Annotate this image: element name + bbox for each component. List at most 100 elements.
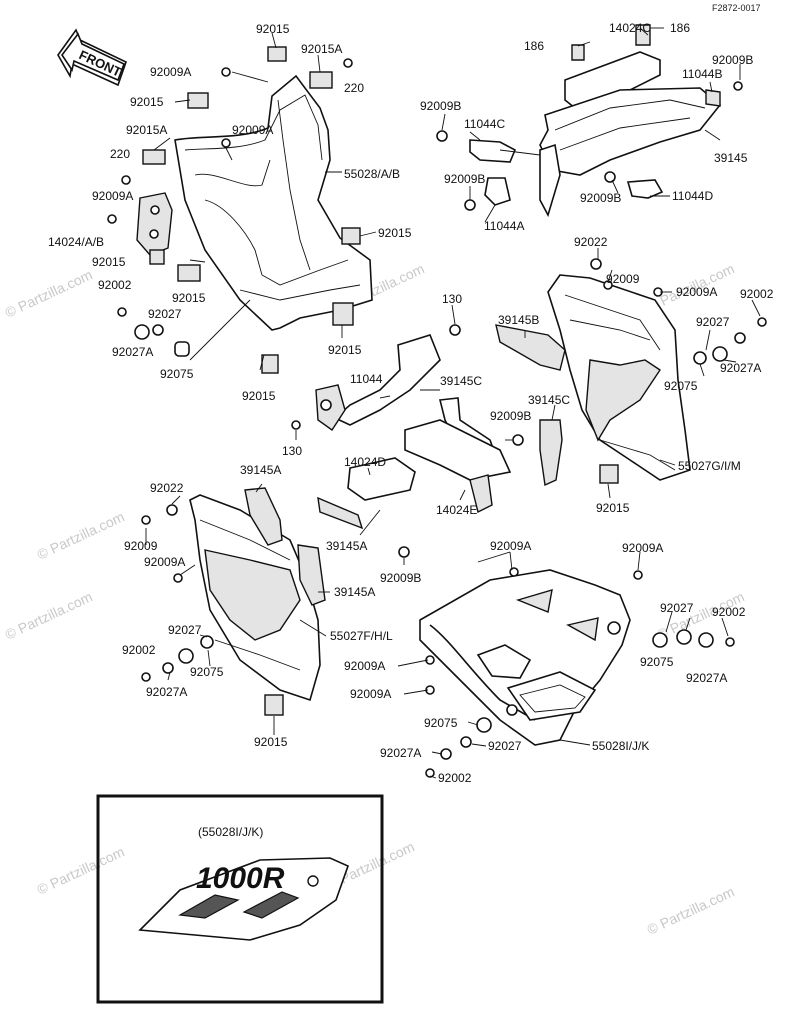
upper-bracket-assembly [436,24,743,218]
decal-text: 1000R [196,862,285,895]
collar-part [174,341,190,357]
part-label: 92002 [740,287,774,301]
decal-label: (55028I/J/K) [198,825,263,839]
decal-stripe [178,894,240,919]
center-bracket-assembly [291,324,566,558]
part-label: 92075 [190,665,224,679]
part-label: 92027A [720,361,761,375]
part-label: 92027A [146,685,187,699]
part-label: 11044 [350,372,383,386]
part-label: 39145A [326,539,367,553]
part-label: 92009A [92,189,133,203]
part-label: 92009A [150,65,191,79]
part-label: 92015A [301,42,342,56]
part-labels: 92015 92015A 92009A 220 92015 92015A 920… [48,21,774,785]
part-label: 130 [442,292,462,306]
decal-panel-outline [138,857,350,941]
part-label: 130 [282,444,302,458]
part-label: 92027 [696,315,730,329]
part-label: 39145C [528,393,570,407]
part-label: 92015 [596,501,630,515]
part-label: 92027 [660,601,694,615]
part-label: 14024C [609,21,651,35]
part-label: 92015 [242,389,276,403]
watermark: © Partzilla.com [645,883,737,937]
part-label: 92002 [438,771,472,785]
part-label: 39145B [498,313,539,327]
part-label: 92009B [444,172,485,186]
part-label: 92027A [380,746,421,760]
watermark: © Partzilla.com [35,508,127,562]
part-label: 39145A [240,463,281,477]
part-label: 92009B [380,571,421,585]
part-label: 39145A [334,585,375,599]
part-label: 92009A [676,285,717,299]
registered-mark-icon [307,875,319,887]
part-label: 11044B [682,67,722,81]
part-label: 92015A [126,123,167,137]
watermark: © Partzilla.com [3,588,95,642]
part-label: 11044A [484,219,524,233]
part-label: 92009A [350,687,391,701]
side-panel-right [547,258,767,484]
part-label: 92015 [130,95,164,109]
part-label: 55028I/J/K [592,739,649,753]
lower-fairing-belly-pan [419,567,735,778]
part-label: 92022 [150,481,184,495]
reference-code: F2872-0017 [712,3,761,13]
collar-part [152,324,164,336]
part-label: 92002 [98,278,132,292]
part-label: 39145C [440,374,482,388]
part-label: 92009A [490,539,531,553]
part-label: 55028/A/B [344,167,400,181]
part-label: 92009B [490,409,531,423]
part-label: 14024E [436,503,477,517]
clip-part [149,249,165,265]
side-panel-left [141,487,326,716]
leader-lines [145,27,761,779]
part-label: 92009A [622,541,663,555]
part-label: 92015 [328,343,362,357]
part-label: 220 [344,81,364,95]
part-label: 14024/A/B [48,235,104,249]
part-label: 92015 [256,22,290,36]
part-label: 92009A [344,659,385,673]
part-label: 92015 [172,291,206,305]
part-label: 11044D [672,189,713,203]
part-label: 92009A [232,123,273,137]
part-label: 92075 [424,716,458,730]
part-label: 92002 [122,643,156,657]
part-label: 92009 [606,272,640,286]
part-label: 92075 [664,379,698,393]
fairing-inner-panel-upper [107,46,373,374]
part-label: 92002 [712,605,746,619]
part-label: 92075 [160,367,194,381]
grommet-part [134,324,150,340]
part-label: 92009A [144,555,185,569]
part-label: 92027 [168,623,202,637]
part-label: 92015 [378,226,412,240]
part-label: 92027 [148,307,182,321]
watermark: © Partzilla.com [3,266,95,320]
part-label: 92075 [640,655,674,669]
part-label: 220 [110,147,130,161]
part-label: 55027F/H/L [330,629,393,643]
part-label: 14024D [344,455,386,469]
part-label: 92027A [686,671,727,685]
inset-frame [96,794,384,1004]
part-label: 92009B [712,53,753,67]
decal-stripe [242,891,300,919]
part-label: 92022 [574,235,608,249]
part-label: 92027A [112,345,153,359]
part-label: 92027 [488,739,522,753]
part-label: 92015 [254,735,288,749]
part-label: 39145 [714,151,748,165]
bracket-14024-part [136,192,173,256]
front-arrow-icon: FRONT [57,28,127,87]
part-label: 186 [524,39,544,53]
part-label: 55027G/I/M [678,459,741,473]
part-label: 92009 [124,539,158,553]
part-label: 186 [670,21,690,35]
decal-inset: (55028I/J/K) 1000R [96,794,384,1004]
